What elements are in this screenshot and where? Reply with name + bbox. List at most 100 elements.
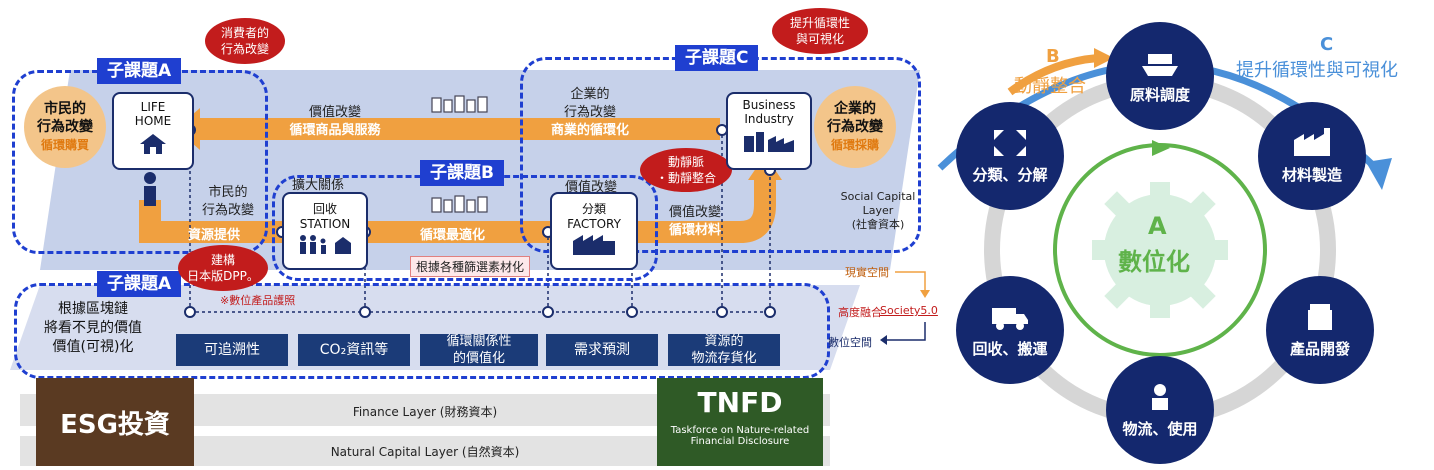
- subtopic-a-bottom-tag: 子課題A: [97, 271, 182, 297]
- bubble-line-1: 提升循環性: [789, 16, 850, 30]
- node-sort-decompose: 分類、分解: [956, 102, 1064, 210]
- label-b-letter: B: [1046, 46, 1060, 67]
- factory-line-2: FACTORY: [567, 217, 621, 231]
- label-c-letter: C: [1320, 34, 1334, 55]
- citizen-line-2: 行為改變: [37, 119, 93, 135]
- tnfd-box: TNFD Taskforce on Nature-related Financi…: [657, 378, 823, 466]
- factory-building-icon: [573, 235, 615, 255]
- citizen-change-mid: 市民的 行為改變: [196, 184, 260, 220]
- subtopic-c-tag: 子課題C: [675, 45, 759, 71]
- value-change-material: 價值改變 循環材料: [660, 204, 730, 240]
- citizen-line-3: 循環購買: [40, 138, 89, 152]
- circular-goods-label: 循環商品與服務: [289, 123, 381, 138]
- finance-layer-label: Finance Layer (財務資本): [352, 405, 498, 419]
- factory-icon: [744, 132, 794, 152]
- value-change-label: 價值改變: [308, 105, 361, 120]
- right-diagram: B 動靜整合 C 提升循環性與可視化 A 數位化 原料調度 材料製造 產品開發 …: [930, 0, 1434, 470]
- company-behavior-circle: 企業的 行為改變 循環採購: [814, 86, 896, 168]
- value-change-top-left: 價值改變 循環商品與服務: [275, 104, 395, 140]
- label-c-text: 提升循環性與可視化: [1236, 60, 1398, 81]
- social-line-2: Layer: [862, 204, 894, 217]
- node-raw-material: 原料調度: [1106, 22, 1214, 130]
- society-label: Society5.0: [880, 304, 938, 317]
- blockchain-line-3: 價值(可視)化: [52, 339, 134, 355]
- industry-label: Industry: [744, 112, 794, 126]
- node-label: 分類、分解: [972, 165, 1048, 184]
- bubble-line-2: 與可視化: [795, 32, 844, 46]
- corp-change-line-3: 商業的循環化: [550, 123, 629, 138]
- citizen-line-1: 市民的: [44, 101, 86, 117]
- business-label: Business: [742, 98, 796, 112]
- node-product-development: 產品開發: [1266, 276, 1374, 384]
- co2-info-button: CO₂資訊等: [298, 334, 410, 366]
- high-fusion-label: 高度融合: [838, 306, 882, 319]
- factory-icon: [1294, 127, 1330, 156]
- center-letter: A: [1148, 212, 1167, 240]
- ship-icon: [1142, 53, 1178, 76]
- bubble-line-1: 建構: [210, 253, 235, 267]
- corp-change-line-1: 企業的: [570, 87, 610, 102]
- center-text: 數位化: [1118, 248, 1190, 276]
- blockchain-line-1: 根據區塊鏈: [58, 301, 128, 317]
- node-label: 產品開發: [1289, 339, 1350, 358]
- material-line-2: 循環材料: [668, 223, 721, 238]
- station-node: 回收 STATION: [282, 192, 368, 270]
- company-line-2: 行為改變: [827, 119, 883, 135]
- bubble-line-2: 日本版DPP。: [187, 269, 259, 283]
- box-icon: [1308, 303, 1332, 330]
- expand-relation-label: 擴大關係: [292, 178, 345, 193]
- life-home-node: LIFE HOME: [112, 92, 194, 170]
- corp-change-top: 企業的 行為改變 商業的循環化: [540, 86, 640, 140]
- people-icon: [300, 235, 351, 254]
- consumer-change-bubble: 消費者的 行為改變: [205, 18, 285, 64]
- bubble-line-2: 行為改變: [220, 42, 269, 56]
- station-line-2: STATION: [299, 217, 351, 231]
- esg-label: ESG投資: [60, 409, 170, 440]
- bubble-line-1: 消費者的: [220, 26, 269, 40]
- company-line-1: 企業的: [834, 101, 876, 117]
- citizen-mid-line-2: 行為改變: [201, 203, 254, 218]
- people-icon: [1152, 383, 1168, 410]
- real-space-label: 現實空間: [845, 266, 889, 279]
- node-logistics-use: 物流、使用: [1106, 356, 1214, 464]
- subtopic-a-bottom-box: [14, 283, 830, 379]
- citizen-behavior-circle: 市民的 行為改變 循環購買: [24, 86, 106, 168]
- expand-arrows-icon: [994, 129, 1026, 156]
- relation-value-button: 循環關係性 的價值化: [420, 334, 538, 366]
- dpp-note: ※數位產品護照: [220, 294, 296, 307]
- house-icon: [140, 134, 166, 154]
- blockchain-line-2: 將看不見的價值: [44, 320, 142, 336]
- subtopic-b-tag: 子課題B: [420, 160, 504, 186]
- node-label: 原料調度: [1129, 85, 1190, 104]
- natural-layer-label: Natural Capital Layer (自然資本): [330, 445, 520, 459]
- business-industry-node: Business Industry: [726, 92, 812, 170]
- loop-optimize-label: 循環最適化: [420, 228, 486, 243]
- resource-supply-label: 資源提供: [188, 228, 241, 243]
- node-label: 回收、搬運: [972, 339, 1048, 358]
- social-capital-layer: Social Capital Layer (社會資本): [838, 190, 918, 232]
- home-label: HOME: [134, 114, 172, 128]
- social-line-1: Social Capital: [840, 190, 916, 203]
- demand-forecast-button: 需求預測: [546, 334, 658, 366]
- value-change-factory-label: 價值改變: [565, 180, 618, 195]
- material-select-label: 根據各種篩選素材化: [410, 256, 531, 277]
- social-line-3: (社會資本): [851, 218, 905, 231]
- company-line-3: 循環採購: [830, 138, 879, 152]
- bubble-line-1: 動靜脈: [667, 155, 704, 169]
- material-line-1: 價值改變: [668, 205, 721, 220]
- node-label: 材料製造: [1281, 165, 1342, 184]
- visualize-bubble: 提升循環性 與可視化: [772, 8, 868, 54]
- blockchain-text: 根據區塊鏈 將看不見的價值 價值(可視)化: [28, 300, 158, 357]
- left-diagram: 子課題A 子課題B 子課題C 子課題A 消費者的 行為改變 提升循環性 與可視化…: [10, 8, 938, 466]
- citizen-mid-line-1: 市民的: [208, 185, 248, 200]
- subtopic-a-top-tag: 子課題A: [97, 58, 182, 84]
- dpp-bubble: 建構 日本版DPP。: [178, 245, 268, 291]
- life-label: LIFE: [140, 100, 166, 114]
- tnfd-title: TNFD: [697, 386, 783, 419]
- factory-node: 分類 FACTORY: [550, 192, 638, 270]
- factory-line-1: 分類: [581, 202, 606, 216]
- bubble-line-2: ・動靜整合: [655, 171, 716, 185]
- esg-box: ESG投資: [36, 378, 194, 466]
- node-label: 物流、使用: [1122, 419, 1198, 438]
- tnfd-sub-1: Taskforce on Nature-related: [670, 425, 810, 436]
